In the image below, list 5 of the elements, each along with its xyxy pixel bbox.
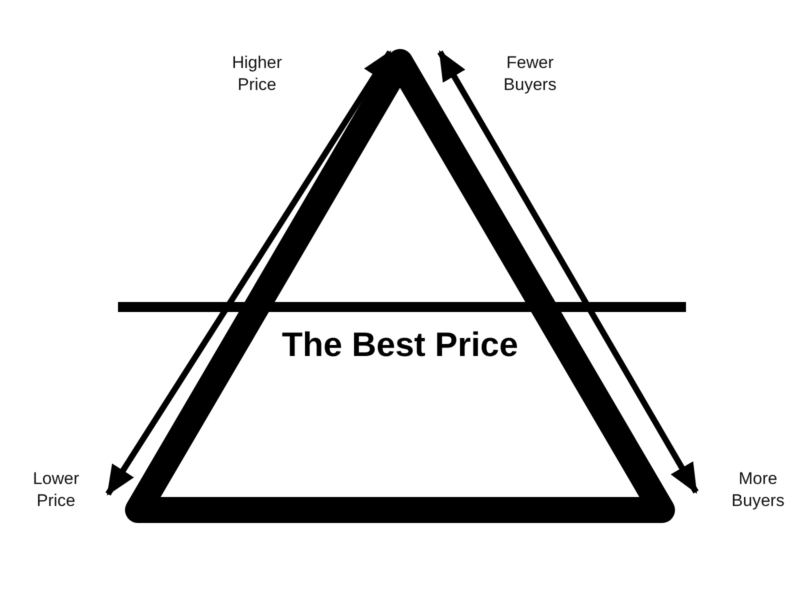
axis-label: More Buyers <box>730 468 786 512</box>
axis-label: Lower Price <box>32 468 80 512</box>
axis-label: Higher Price <box>230 52 284 96</box>
axis-label: Fewer Buyers <box>502 52 558 96</box>
heading-text: The Best Price <box>282 326 518 364</box>
